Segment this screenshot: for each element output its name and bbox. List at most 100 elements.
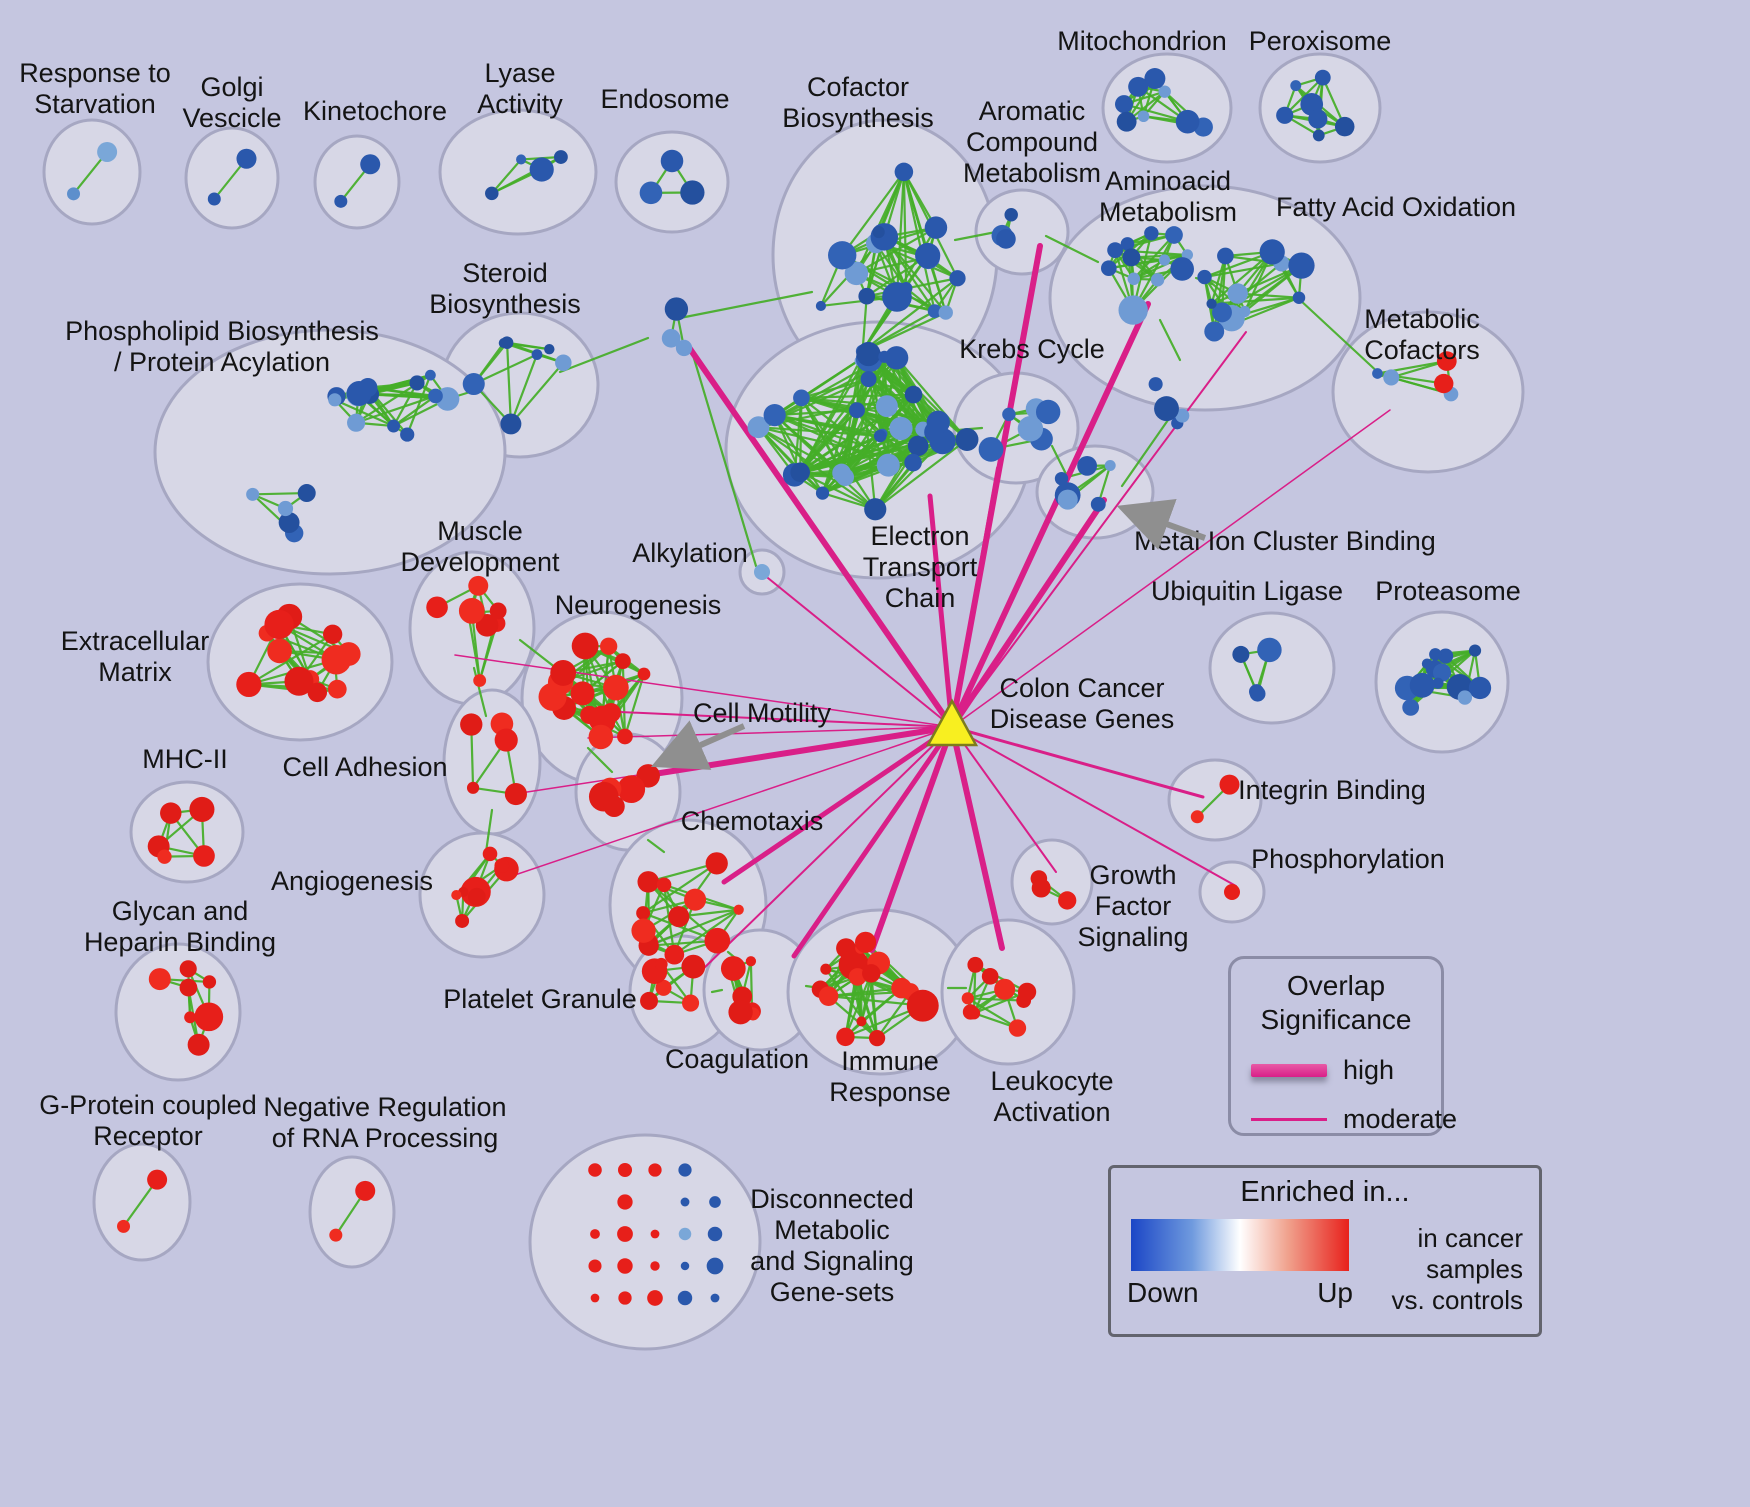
network-node[interactable] — [618, 1291, 632, 1305]
network-node[interactable] — [639, 181, 663, 205]
network-node[interactable] — [678, 1163, 692, 1177]
network-node[interactable] — [656, 877, 672, 893]
network-node[interactable] — [1257, 637, 1282, 663]
network-node[interactable] — [451, 890, 462, 901]
network-node[interactable] — [678, 1227, 692, 1241]
network-node[interactable] — [555, 354, 572, 371]
network-node[interactable] — [462, 372, 485, 396]
network-node[interactable] — [650, 1261, 660, 1271]
network-node[interactable] — [996, 229, 1016, 249]
network-node[interactable] — [705, 852, 728, 875]
network-node[interactable] — [864, 498, 887, 521]
network-node[interactable] — [631, 918, 656, 943]
network-node[interactable] — [148, 968, 171, 991]
network-node[interactable] — [1127, 272, 1141, 286]
network-node[interactable] — [1058, 891, 1077, 910]
network-node[interactable] — [1017, 982, 1037, 1002]
network-node[interactable] — [754, 564, 770, 580]
network-node[interactable] — [1227, 283, 1248, 304]
network-node[interactable] — [588, 1163, 602, 1177]
network-node[interactable] — [926, 410, 950, 434]
network-node[interactable] — [1290, 80, 1302, 92]
network-node[interactable] — [648, 1163, 662, 1177]
network-node[interactable] — [179, 978, 198, 997]
network-node[interactable] — [193, 845, 215, 867]
network-node[interactable] — [297, 484, 316, 503]
network-node[interactable] — [264, 609, 294, 640]
network-node[interactable] — [870, 223, 899, 251]
network-node[interactable] — [848, 402, 865, 419]
network-node[interactable] — [355, 1180, 376, 1201]
network-node[interactable] — [818, 986, 839, 1006]
network-node[interactable] — [1137, 110, 1150, 123]
network-node[interactable] — [677, 1290, 693, 1306]
network-node[interactable] — [955, 428, 979, 451]
network-node[interactable] — [1292, 291, 1306, 304]
network-node[interactable] — [588, 724, 614, 750]
network-node[interactable] — [485, 186, 499, 201]
network-node[interactable] — [1057, 489, 1078, 510]
network-node[interactable] — [675, 339, 693, 357]
network-node[interactable] — [277, 500, 294, 517]
network-node[interactable] — [836, 1027, 855, 1047]
network-node[interactable] — [516, 154, 527, 165]
network-node[interactable] — [544, 343, 555, 355]
network-node[interactable] — [334, 194, 348, 208]
network-node[interactable] — [654, 957, 668, 971]
network-node[interactable] — [460, 713, 483, 736]
network-node[interactable] — [710, 1293, 720, 1303]
network-node[interactable] — [1054, 471, 1069, 486]
network-node[interactable] — [1224, 884, 1240, 900]
network-node[interactable] — [876, 453, 900, 477]
network-node[interactable] — [571, 632, 599, 660]
network-node[interactable] — [246, 487, 260, 501]
network-node[interactable] — [468, 575, 489, 596]
network-node[interactable] — [873, 429, 887, 443]
network-node[interactable] — [600, 637, 618, 655]
network-node[interactable] — [531, 349, 543, 360]
network-node[interactable] — [1468, 676, 1492, 700]
network-node[interactable] — [882, 282, 912, 312]
network-node[interactable] — [1175, 109, 1200, 134]
network-node[interactable] — [67, 187, 81, 201]
network-node[interactable] — [426, 596, 448, 619]
network-node[interactable] — [889, 416, 913, 441]
network-node[interactable] — [360, 154, 381, 175]
network-node[interactable] — [1212, 302, 1232, 323]
network-node[interactable] — [1090, 496, 1106, 512]
network-node[interactable] — [907, 435, 929, 457]
network-node[interactable] — [655, 979, 672, 996]
network-node[interactable] — [1165, 226, 1183, 244]
network-node[interactable] — [1004, 207, 1018, 222]
network-node[interactable] — [1197, 269, 1212, 285]
network-node[interactable] — [1457, 690, 1473, 705]
network-node[interactable] — [815, 300, 827, 312]
network-node[interactable] — [617, 1162, 633, 1178]
network-node[interactable] — [1035, 399, 1061, 425]
network-node[interactable] — [323, 624, 343, 644]
network-node[interactable] — [346, 381, 372, 406]
network-node[interactable] — [1288, 252, 1315, 279]
network-node[interactable] — [1314, 69, 1331, 86]
network-node[interactable] — [1104, 460, 1116, 472]
network-node[interactable] — [681, 994, 700, 1012]
network-node[interactable] — [117, 1219, 131, 1233]
network-node[interactable] — [504, 783, 527, 806]
network-node[interactable] — [763, 403, 786, 427]
network-node[interactable] — [336, 642, 361, 666]
network-node[interactable] — [590, 1293, 600, 1303]
network-node[interactable] — [860, 371, 877, 388]
network-node[interactable] — [1150, 273, 1165, 287]
network-node[interactable] — [1312, 129, 1325, 142]
network-node[interactable] — [637, 667, 651, 681]
network-node[interactable] — [1148, 377, 1163, 392]
network-node[interactable] — [733, 904, 744, 915]
network-node[interactable] — [815, 486, 830, 500]
network-node[interactable] — [1118, 295, 1148, 325]
network-node[interactable] — [617, 1194, 633, 1210]
network-node[interactable] — [858, 287, 876, 305]
network-node[interactable] — [668, 906, 690, 928]
network-node[interactable] — [924, 216, 948, 239]
network-node[interactable] — [1158, 85, 1171, 98]
network-node[interactable] — [617, 1258, 633, 1274]
